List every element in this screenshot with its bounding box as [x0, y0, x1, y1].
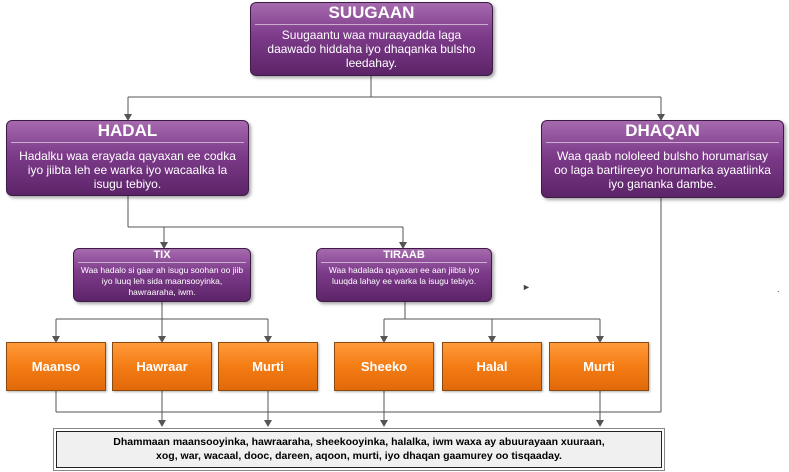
summary-line-1: Dhammaan maansooyinka, hawraaraha, sheek… — [113, 436, 605, 448]
stray-dot-mark: . — [777, 284, 780, 294]
summary-line-2: xog, war, wacaal, dooc, dareen, aqoon, m… — [156, 450, 562, 462]
hadal-title: HADAL — [11, 121, 244, 143]
leaf-halal: Halal — [442, 342, 542, 391]
leaf-hawraar: Hawraar — [112, 342, 212, 391]
dhaqan-description: Waa qaab nololeed bulsho horumarisay oo … — [554, 149, 771, 191]
summary-box: Dhammaan maansooyinka, hawraaraha, sheek… — [56, 431, 662, 468]
dhaqan-node: DHAQAN Waa qaab nololeed bulsho horumari… — [541, 120, 784, 198]
leaf-maanso: Maanso — [6, 342, 106, 391]
tix-title: TIX — [78, 249, 246, 263]
root-node: SUUGAAN Suugaantu waa muraayadda laga da… — [250, 2, 493, 76]
tiraab-description: Waa hadalada qayaxan ee aan jiibta iyo l… — [328, 265, 480, 286]
root-title: SUUGAAN — [255, 3, 488, 25]
tix-description: Waa hadalo si gaar ah isugu soohan oo ji… — [80, 265, 244, 297]
leaf-murti-1: Murti — [218, 342, 318, 391]
dhaqan-title: DHAQAN — [546, 121, 779, 143]
hadal-description: Hadalku waa erayada qayaxan ee codka iyo… — [19, 149, 236, 191]
root-description: Suugaantu waa muraayadda laga daawado hi… — [267, 28, 476, 70]
tix-node: TIX Waa hadalo si gaar ah isugu soohan o… — [73, 248, 251, 302]
leaf-murti-2: Murti — [549, 342, 649, 391]
stray-arrow-mark: ► — [522, 282, 531, 292]
tiraab-title: TIRAAB — [321, 249, 487, 263]
leaf-sheeko: Sheeko — [334, 342, 434, 391]
tiraab-node: TIRAAB Waa hadalada qayaxan ee aan jiibt… — [316, 248, 492, 302]
hadal-node: HADAL Hadalku waa erayada qayaxan ee cod… — [6, 120, 249, 196]
